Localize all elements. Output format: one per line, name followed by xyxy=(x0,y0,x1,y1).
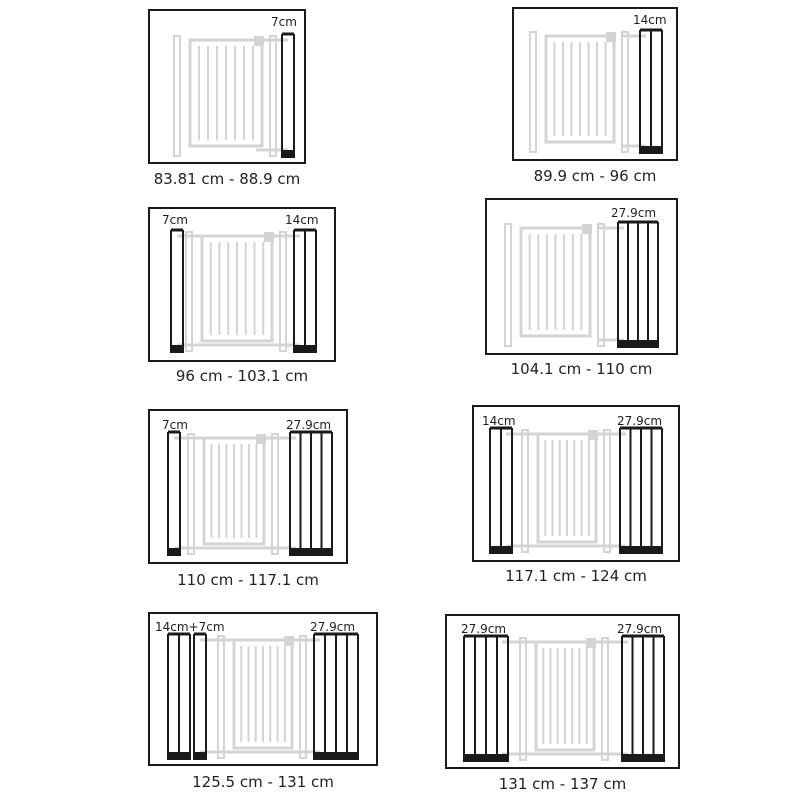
gate-left-post xyxy=(217,635,225,759)
gate-door xyxy=(232,638,294,750)
gate-door xyxy=(202,436,266,546)
extension-foot xyxy=(282,150,294,158)
size-range-caption: 125.5 cm - 131 cm xyxy=(192,773,334,791)
gate-left-post xyxy=(504,223,512,347)
gate-right-post xyxy=(269,35,277,157)
right-extension-label: 7cm xyxy=(271,15,297,29)
size-range-caption: 96 cm - 103.1 cm xyxy=(175,367,309,385)
gate-left-post xyxy=(519,637,527,761)
right-extension-label: 27.9cm xyxy=(617,622,663,636)
right-extension-label: 27.9cm xyxy=(617,414,663,428)
gate-latch xyxy=(284,636,294,646)
gate-latch xyxy=(606,32,616,42)
gate-left-post xyxy=(185,231,193,352)
right-extension-label: 14cm xyxy=(285,213,319,227)
left-extension-label: 7cm xyxy=(162,418,188,432)
gate-left-post xyxy=(187,433,195,555)
right-extension-label: 27.9cm xyxy=(286,418,332,432)
gate-right-post xyxy=(601,637,609,761)
gate-latch xyxy=(586,638,596,648)
gate-latch xyxy=(256,434,266,444)
size-range-caption: 104.1 cm - 110 cm xyxy=(510,360,653,378)
gate-latch xyxy=(582,224,592,234)
gate-latch xyxy=(588,430,598,440)
extension-foot xyxy=(168,548,180,556)
gate-right-post xyxy=(271,433,279,555)
right-extension-label: 27.9cm xyxy=(310,620,356,634)
gate-latch xyxy=(254,36,264,46)
gate-door xyxy=(536,432,598,544)
left-extension-label: 14cm+7cm xyxy=(155,620,225,634)
gate-right-post xyxy=(597,223,605,347)
right-extension-label: 14cm xyxy=(633,13,667,27)
gate-door xyxy=(188,38,264,148)
gate-left-post xyxy=(521,429,529,553)
gate-door xyxy=(519,226,592,338)
gate-left-post xyxy=(529,31,537,153)
gate-door xyxy=(534,640,596,752)
gate-left-post xyxy=(173,35,181,157)
gate-door xyxy=(200,234,274,343)
left-extension-label: 7cm xyxy=(162,213,188,227)
size-range-caption: 131 cm - 137 cm xyxy=(498,775,627,793)
size-range-caption: 117.1 cm - 124 cm xyxy=(505,567,647,585)
gate-right-post xyxy=(299,635,307,759)
diagram-frame xyxy=(472,405,680,562)
size-range-caption: 83.81 cm - 88.9 cm xyxy=(153,170,301,188)
diagram-frame xyxy=(445,614,680,769)
left-extension-label: 27.9cm xyxy=(461,622,507,636)
gate-latch xyxy=(264,232,274,242)
right-extension-label: 27.9cm xyxy=(611,206,657,220)
gate-right-post xyxy=(603,429,611,553)
size-range-caption: 89.9 cm - 96 cm xyxy=(533,167,657,185)
gate-right-post xyxy=(279,231,287,352)
size-range-caption: 110 cm - 117.1 cm xyxy=(177,571,319,589)
left-extension-label: 14cm xyxy=(482,414,516,428)
extension-foot xyxy=(194,752,206,760)
gate-right-post xyxy=(621,31,629,153)
gate-door xyxy=(544,34,616,144)
extension-foot xyxy=(171,345,183,353)
